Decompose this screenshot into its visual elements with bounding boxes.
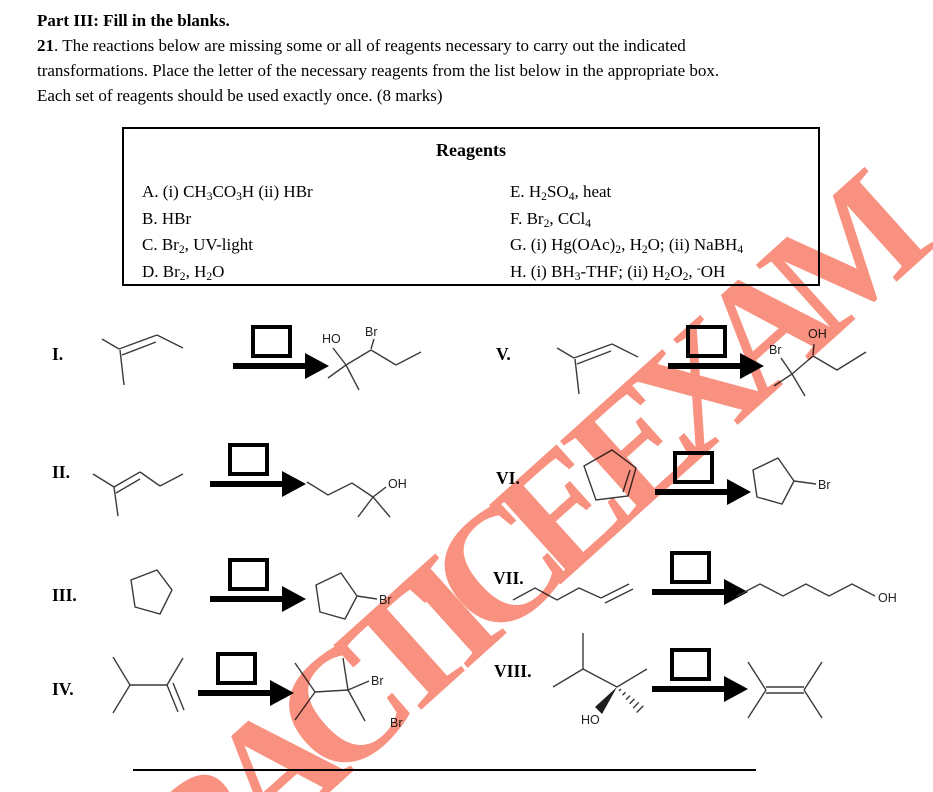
reagent-item-G: G. (i) Hg(OAc)2, H2O; (ii) NaBH4 — [510, 235, 744, 257]
answer-box-VIII[interactable] — [670, 648, 711, 681]
reagent-item-E: E. H2SO4, heat — [510, 182, 612, 204]
reaction-VII-label: VII. — [493, 568, 524, 588]
reagent-item-F: F. Br2, CCl4 — [510, 208, 592, 230]
reaction-III-arrow — [210, 558, 306, 612]
molecule-IV-product: Br Br — [294, 657, 403, 730]
arrowhead-icon — [282, 471, 306, 497]
molecule-I-reactant — [101, 334, 184, 386]
molecule-VIII-reactant: HO — [552, 633, 648, 727]
reaction-V-label: V. — [496, 344, 511, 364]
reaction-VII-arrow — [652, 551, 748, 605]
molecule-II-reactant — [92, 471, 184, 517]
question-line-1: 21. The reactions below are missing some… — [37, 36, 686, 55]
molecule-II-product: OH — [306, 477, 407, 518]
molecule-VI-product: Br — [752, 457, 831, 505]
answer-box-I[interactable] — [251, 325, 292, 358]
arrowhead-icon — [305, 353, 329, 379]
reagent-item-H: H. (i) BH3-THF; (ii) H2O2, -OH — [510, 261, 726, 283]
answer-box-IV[interactable] — [216, 652, 257, 685]
reagent-item-C: C. Br2, UV-light — [142, 235, 253, 257]
arrowhead-icon — [740, 353, 764, 379]
molecule-V-product: Br OH — [769, 327, 867, 397]
atom-label-ho: HO — [581, 713, 600, 727]
atom-label-oh: OH — [878, 591, 897, 605]
molecule-VII-reactant — [512, 583, 634, 604]
atom-label-ho: HO — [322, 332, 341, 346]
molecule-VIII-product — [747, 661, 823, 719]
molecule-III-product: Br — [315, 572, 392, 620]
reagent-item-D: D. Br2, H2O — [142, 261, 225, 283]
atom-label-br: Br — [371, 674, 384, 688]
reaction-II-arrow — [210, 443, 306, 497]
arrowhead-icon — [724, 676, 748, 702]
part-title: Part III: Fill in the blanks. — [37, 11, 230, 30]
atom-label-br: Br — [379, 593, 392, 607]
reaction-III-label: III. — [52, 585, 77, 605]
reaction-II-label: II. — [52, 462, 70, 482]
molecule-I-product: HO Br — [322, 326, 422, 391]
reaction-V-arrow — [668, 325, 764, 379]
reagents-right-column: E. H2SO4, heat F. Br2, CCl4 G. (i) Hg(OA… — [510, 179, 743, 285]
atom-label-br: Br — [769, 343, 782, 357]
arrowhead-icon — [270, 680, 294, 706]
atom-label-oh: OH — [388, 477, 407, 491]
answer-box-VI[interactable] — [673, 451, 714, 484]
molecule-III-reactant — [130, 569, 173, 615]
atom-label-br: Br — [390, 716, 403, 730]
reagents-left-column: A. (i) CH3CO3H (ii) HBr B. HBr C. Br2, U… — [142, 179, 313, 285]
reagents-title: Reagents — [436, 140, 506, 160]
reaction-I-arrow — [233, 325, 329, 379]
atom-label-br: Br — [818, 478, 831, 492]
reagent-item-A: A. (i) CH3CO3H (ii) HBr — [142, 182, 313, 204]
arrowhead-icon — [724, 579, 748, 605]
molecule-VI-reactant — [583, 449, 637, 501]
molecule-IV-reactant — [112, 656, 185, 714]
atom-label-oh: OH — [808, 327, 827, 341]
reagent-item-B: B. HBr — [142, 208, 192, 228]
reaction-VI-arrow — [655, 451, 751, 505]
answer-box-V[interactable] — [686, 325, 727, 358]
reaction-IV-label: IV. — [52, 679, 74, 699]
question-line-3: Each set of reagents should be used exac… — [37, 86, 443, 105]
question-number: 21 — [37, 36, 54, 55]
answer-box-II[interactable] — [228, 443, 269, 476]
reaction-IV-arrow — [198, 652, 294, 706]
arrowhead-icon — [727, 479, 751, 505]
bottom-rule — [133, 769, 756, 771]
molecule-VII-product: OH — [736, 583, 897, 605]
molecule-V-reactant — [556, 343, 639, 395]
reaction-I-label: I. — [52, 344, 64, 364]
atom-label-br: Br — [365, 326, 378, 339]
answer-box-VII[interactable] — [670, 551, 711, 584]
answer-box-III[interactable] — [228, 558, 269, 591]
reaction-VIII-arrow — [652, 648, 748, 702]
reaction-VIII-label: VIII. — [494, 661, 532, 681]
arrowhead-icon — [282, 586, 306, 612]
question-line-2: transformations. Place the letter of the… — [37, 61, 720, 80]
reaction-VI-label: VI. — [496, 468, 520, 488]
reagents-box: Reagents A. (i) CH3CO3H (ii) HBr B. HBr … — [122, 127, 820, 286]
